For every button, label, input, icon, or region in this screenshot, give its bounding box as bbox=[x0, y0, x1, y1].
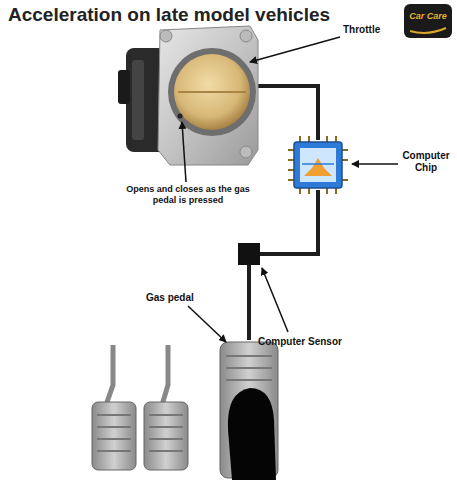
part-label: Gas pedal bbox=[146, 292, 194, 304]
title: Acceleration on late model vehicles bbox=[8, 4, 330, 26]
computer-chip bbox=[288, 136, 348, 194]
throttle-body bbox=[118, 26, 258, 165]
watermark: Car Care bbox=[406, 11, 450, 22]
logo-badge bbox=[404, 4, 452, 38]
part-label: Computer Chip bbox=[400, 150, 452, 174]
foot bbox=[228, 388, 276, 480]
note: Opens and closes as the gas pedal is pre… bbox=[122, 184, 254, 206]
wire bbox=[249, 86, 318, 340]
computer-sensor bbox=[238, 243, 260, 265]
pedals bbox=[92, 342, 278, 480]
part-label: Throttle bbox=[343, 24, 380, 36]
part-label: Computer Sensor bbox=[258, 336, 342, 348]
